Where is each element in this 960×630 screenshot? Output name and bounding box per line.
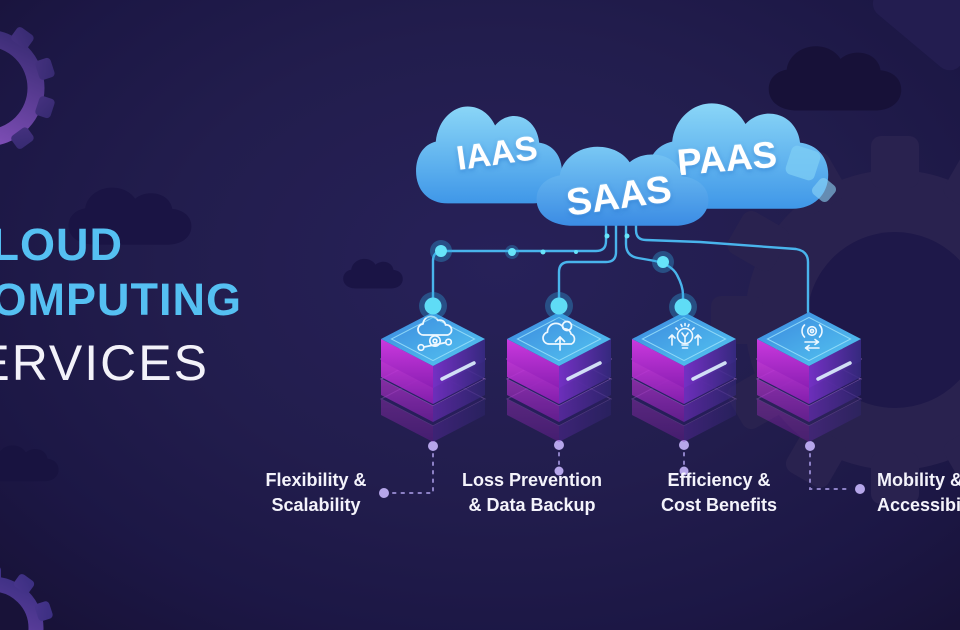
- service-label-line: Cost Benefits: [660, 495, 778, 515]
- cloud-saas: SAAS: [533, 139, 712, 232]
- service-label-line: Accessibility: [877, 495, 960, 515]
- mobility-icon: [801, 324, 823, 352]
- shard-decor: [785, 145, 837, 203]
- service-label-backup: Loss Prevention & Data Backup: [462, 468, 602, 518]
- title-line-services: SERVICES: [0, 335, 209, 391]
- title-line-computing: COMPUTING: [0, 274, 242, 325]
- server-stack-mobility: [755, 312, 863, 442]
- cloud-settings-icon: [417, 315, 453, 352]
- dark-cloud-silhouettes: [0, 0, 960, 482]
- server-stack-efficiency: [630, 312, 738, 442]
- cloud-shape: [416, 106, 562, 204]
- dashed-connectors: [391, 452, 851, 494]
- service-label-efficiency: Efficiency & Cost Benefits: [661, 468, 777, 518]
- idea-efficiency-icon: [668, 322, 702, 349]
- server-stack-flexibility: [379, 312, 487, 442]
- cloud-shape: [536, 146, 709, 226]
- service-label-line: Mobility &: [877, 470, 960, 490]
- connector-dots: [379, 440, 865, 498]
- server-top-slab: [381, 312, 485, 388]
- service-label-line: & Data Backup: [468, 495, 596, 515]
- page-title: CLOUD COMPUTING SERVICES: [0, 222, 242, 398]
- cloud-upload-icon: [542, 320, 576, 351]
- server-top-slab: [757, 312, 861, 388]
- service-label-line: Scalability: [271, 495, 361, 515]
- service-label-line: Flexibility &: [265, 470, 367, 490]
- server-stack-backup: [505, 312, 613, 442]
- server-top-slab: [507, 312, 611, 388]
- line-to-server-1: [431, 216, 608, 305]
- gear-icon: [0, 27, 55, 149]
- service-label-mobility: Mobility & Accessibility: [877, 468, 960, 518]
- service-label-flexibility: Flexibility & Scalability: [265, 468, 366, 518]
- cloud-iaas: IAAS: [413, 97, 565, 211]
- line-to-server-4: [634, 216, 810, 314]
- service-label-line: Efficiency &: [667, 470, 771, 490]
- line-to-server-2: [557, 216, 618, 305]
- title-line-cloud: CLOUD: [0, 219, 123, 270]
- server-top-slab: [632, 312, 736, 388]
- service-label-line: Loss Prevention: [461, 470, 603, 490]
- gear-icon: [0, 567, 53, 630]
